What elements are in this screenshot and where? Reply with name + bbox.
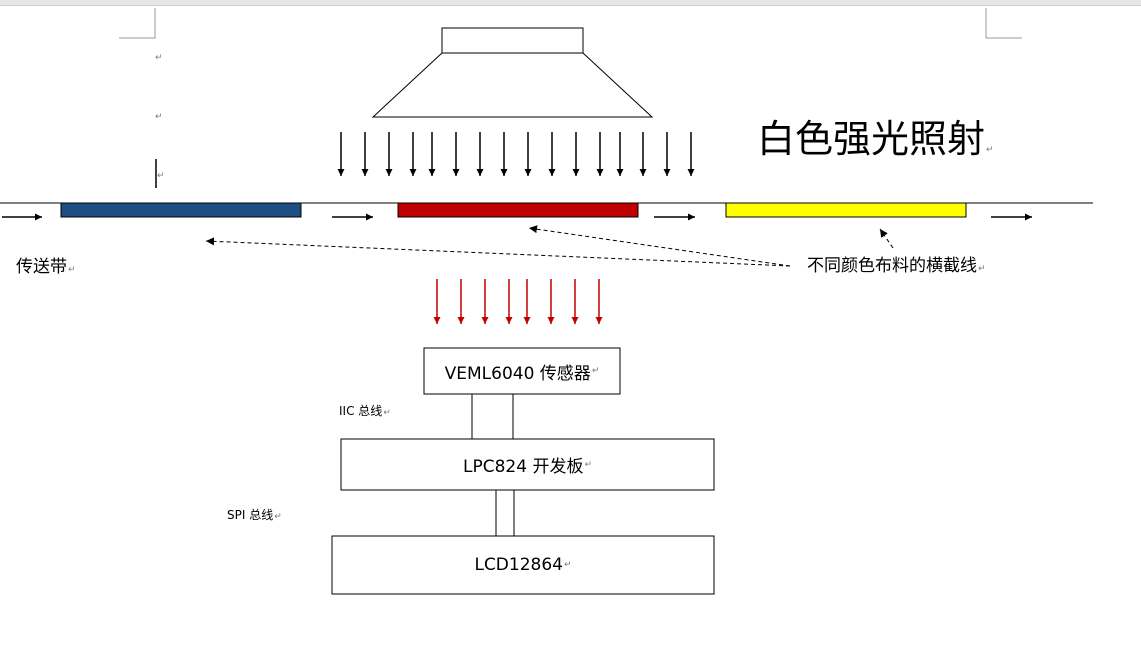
paragraph-mark: ↵: [155, 53, 163, 63]
iic-bus-label-text: IIC 总线: [339, 404, 383, 418]
paragraph-mark: ↵: [584, 459, 592, 470]
lamp-shade: [371, 52, 654, 118]
lcd-box-label-text: LCD12864: [474, 555, 563, 575]
spi-bus-label: SPI 总线↵: [227, 509, 282, 522]
sensor-box-label-text: VEML6040 传感器: [444, 363, 591, 384]
fabric-lines-label: 不同颜色布料的横截线↵: [807, 258, 986, 275]
paragraph-mark: ↵: [986, 145, 994, 155]
document-top-bar: [0, 0, 1141, 6]
conveyor-label: 传送带↵: [16, 259, 76, 276]
leader-arrows: [205, 225, 894, 267]
paragraph-mark: ↵: [383, 408, 391, 418]
board-box-label: LPC824 开发板↵: [341, 439, 714, 490]
paragraph-mark: ↵: [563, 560, 572, 570]
board-box: [340, 438, 715, 491]
reflected-light-arrows: [433, 279, 603, 324]
iic-bus-lines: [471, 394, 514, 439]
page-crop-marks: [119, 8, 1022, 39]
iic-bus-label: IIC 总线↵: [339, 405, 391, 418]
lamp-top-rect: [441, 27, 584, 54]
fabric-blue: [60, 202, 302, 218]
paragraph-mark: ↵: [155, 112, 163, 122]
fabric-lines-label-text: 不同颜色布料的横截线: [807, 256, 977, 276]
paragraph-mark: ↵: [978, 264, 986, 274]
paragraph-mark: ↵: [157, 171, 165, 181]
leader-arrow-conveyor: [205, 237, 791, 267]
sensor-box: [423, 347, 621, 395]
light-title-text: 白色强光照射: [757, 117, 986, 161]
leader-arrow-red: [528, 225, 791, 267]
spi-bus-label-text: SPI 总线: [227, 508, 274, 522]
leader-arrow-yellow: [879, 228, 894, 249]
light-title: 白色强光照射↵: [757, 120, 994, 158]
paragraph-mark: ↵: [591, 366, 600, 376]
fabric-yellow: [725, 202, 967, 218]
fabric-red: [397, 202, 639, 218]
paragraph-mark: ↵: [68, 265, 76, 275]
spi-bus-lines: [495, 490, 515, 536]
board-box-label-text: LPC824 开发板: [463, 457, 584, 477]
conveyor-label-text: 传送带: [16, 257, 67, 277]
lcd-box-label: LCD12864↵: [332, 536, 714, 594]
sensor-box-label: VEML6040 传感器↵: [424, 348, 620, 394]
paragraph-mark: ↵: [274, 512, 282, 522]
lcd-box: [331, 535, 715, 595]
light-arrows: [337, 132, 695, 176]
